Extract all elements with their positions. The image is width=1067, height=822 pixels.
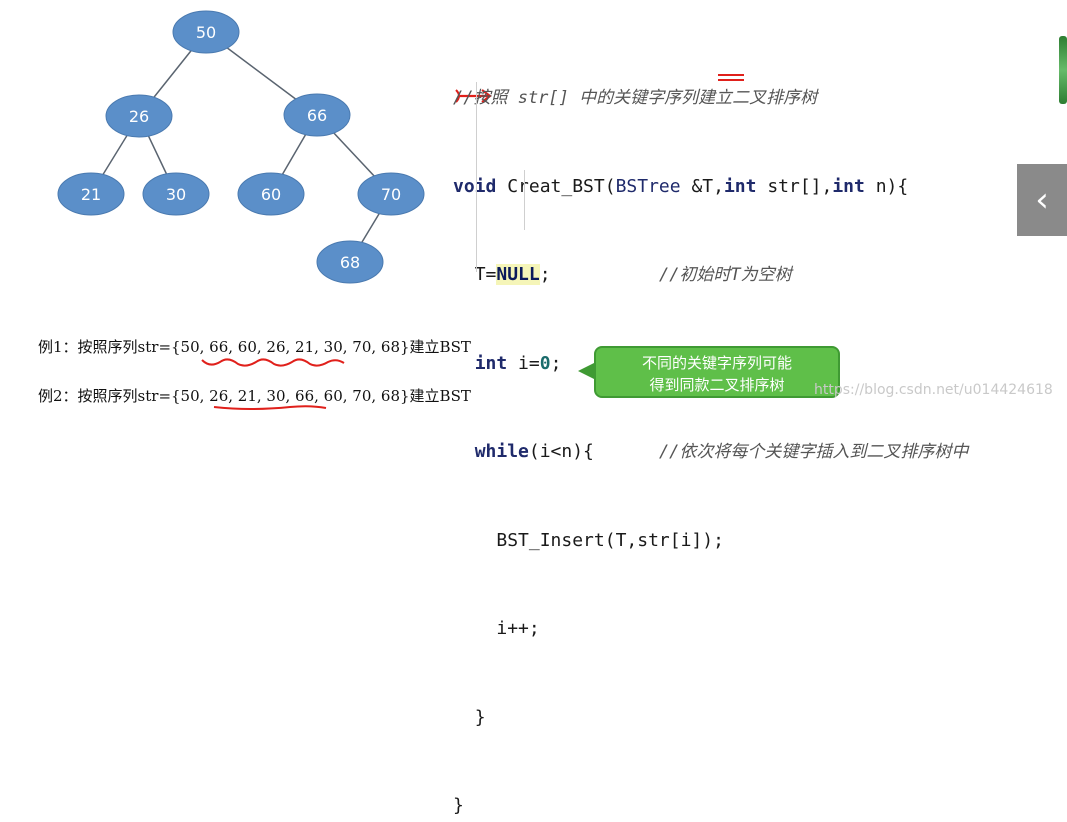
code-assign-null: T=NULL; //初始时T为空树 [453,260,968,290]
bst-diagram: 50 26 66 21 30 60 70 68 [57,10,425,284]
callout-line-1: 不同的关键字序列可能 [641,354,792,372]
watermark: https://blog.csdn.net/u014424618 [814,382,1053,398]
callout-tail [578,362,596,380]
void-keyword: void [453,175,497,197]
bstree-type: BSTree [615,175,681,197]
close-brace: } [453,795,464,816]
prev-slide-button[interactable]: ‹ [1017,164,1067,236]
code-decl-i: int i=0; [453,349,968,379]
tree-node-label: 30 [166,185,186,204]
code-close-inner: } [453,703,968,733]
tree-node-68 [316,240,384,284]
red-squiggle-annotation [201,358,345,367]
scrollbar-thumb[interactable] [1059,36,1067,104]
while-condition: (i<n){ [528,441,594,462]
example-1: 例1：按照序列str={50, 66, 60, 26, 21, 30, 70, … [38,338,471,356]
red-arrow-annotation [455,89,492,103]
code-increment: i++; [453,614,968,644]
indent-guide [524,170,525,230]
semicolon: ; [539,264,551,285]
example-2: 例2：按照序列str={50, 26, 21, 30, 66, 60, 70, … [38,387,471,405]
callout-box: 不同的关键字序列可能 得到同款二叉排序树 [594,346,840,398]
tree-node-label: 21 [81,185,101,204]
comment-init: //初始时T为空树 [658,265,792,285]
code-close-outer: } [453,791,968,821]
zero-literal: 0 [539,352,551,374]
comment-loop: //依次将每个关键字插入到二叉排序树中 [658,442,969,462]
red-underline-annotation [213,405,327,410]
tree-node-label: 50 [196,23,216,42]
code-comment-header: //按照 str[] 中的关键字序列建立二叉排序树 [453,83,968,113]
tree-node-label: 26 [129,107,149,126]
code-signature: void Creat_BST(BSTree &T,int str[],int n… [453,172,968,202]
tree-node-60 [237,172,305,216]
tree-node-50 [172,10,240,54]
indent-guide [476,82,477,272]
semicolon: ; [550,352,562,374]
red-underline-annotation [718,74,744,81]
param-str: str[], [756,175,833,197]
code-while: while(i<n){ //依次将每个关键字插入到二叉排序树中 [453,437,969,467]
decl-i: i= [507,352,540,374]
increment: i++; [496,618,540,639]
null-keyword: NULL [496,264,540,285]
tree-node-66 [283,93,351,137]
while-keyword: while [474,441,529,462]
ref-param: &T [680,175,714,197]
function-name: Creat_BST( [496,175,616,197]
callout-line-2: 得到同款二叉排序树 [649,376,785,394]
tree-node-30 [142,172,210,216]
int-keyword: int [723,175,757,197]
tree-node-label: 68 [340,253,360,272]
int-keyword: int [474,352,508,374]
comment-text: //按照 str[] 中的关键字序列建立二叉排序树 [453,88,818,108]
tree-node-label: 60 [261,185,281,204]
tree-node-label: 66 [307,106,327,125]
assign-t: T= [474,264,497,285]
tree-node-70 [357,172,425,216]
param-n: n){ [864,175,909,197]
close-brace: } [474,706,486,728]
tree-node-label: 70 [381,185,401,204]
tree-node-21 [57,172,125,216]
code-block: //按照 str[] 中的关键字序列建立二叉排序树 void Creat_BST… [453,24,968,822]
comma: , [713,175,724,197]
int-keyword: int [832,175,865,197]
tree-node-26 [105,94,173,138]
code-insert: BST_Insert(T,str[i]); [453,526,968,556]
insert-call: BST_Insert(T,str[i]); [496,529,724,551]
